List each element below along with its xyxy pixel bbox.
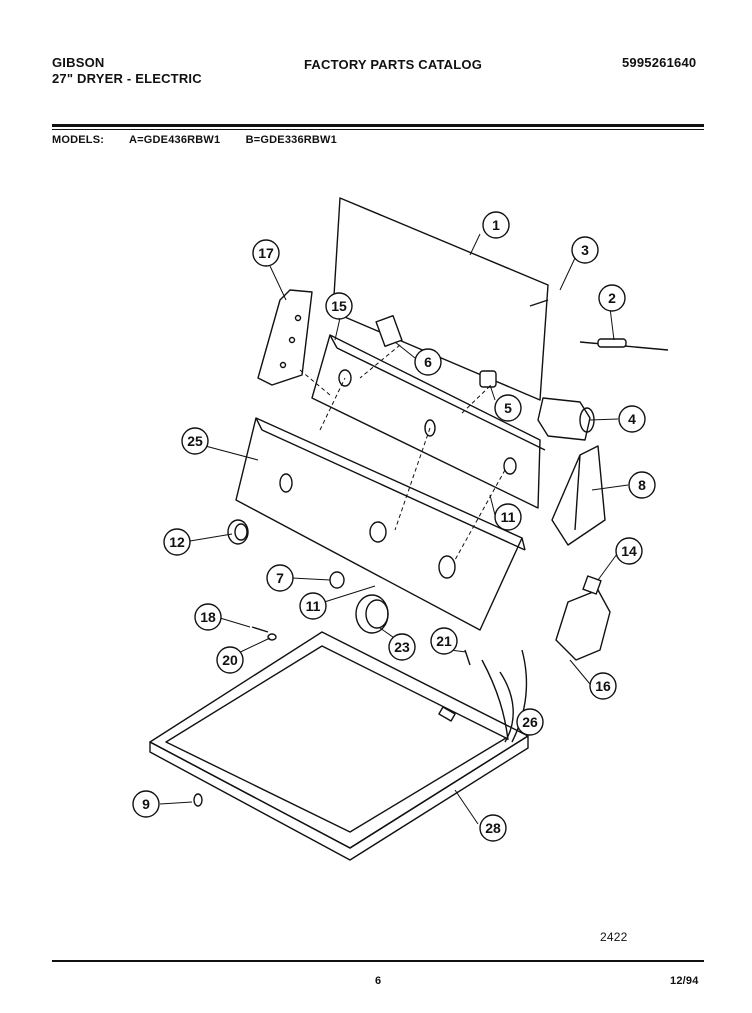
svg-text:9: 9 [142,796,150,812]
catalog-part-number: 5995261640 [622,55,697,70]
callout-18: 18 [194,603,222,631]
svg-text:6: 6 [424,354,432,370]
callout-16: 16 [589,672,617,700]
figure-number: 2422 [600,930,628,944]
callout-8: 8 [628,471,656,499]
callout-25: 25 [181,427,209,455]
part-wire-harness [481,659,509,741]
callout-2: 2 [598,284,626,312]
svg-text:15: 15 [331,298,347,314]
part-end-bracket [551,445,606,546]
svg-text:18: 18 [200,609,216,625]
part-back-panel [332,197,549,401]
callout-23: 23 [388,633,416,661]
model-a: A=GDE436RBW1 [128,134,221,146]
callout-5: 5 [494,394,522,422]
callout-21: 21 [430,627,458,655]
callout-15: 15 [325,292,353,320]
svg-text:26: 26 [522,714,538,730]
callout-28: 28 [479,814,507,842]
part-knob-small [329,571,345,589]
svg-text:11: 11 [501,509,516,525]
callout-12: 12 [163,528,191,556]
part-small-switch [479,370,497,388]
part-switch [375,315,403,347]
svg-text:23: 23 [394,639,410,655]
callout-11-lower: 11 [299,592,327,620]
callout-26: 26 [516,708,544,736]
svg-text:25: 25 [187,433,203,449]
svg-text:16: 16 [595,678,611,694]
models-line: MODELS: A=GDE436RBW1 B=GDE336RBW1 [52,134,359,146]
svg-text:7: 7 [276,570,284,586]
models-label: MODELS: [52,134,105,146]
product-title: 27" DRYER - ELECTRIC [52,71,202,86]
part-timer [537,397,591,441]
callout-17: 17 [252,239,280,267]
model-b: B=GDE336RBW1 [245,134,337,146]
svg-text:12: 12 [169,534,185,550]
svg-text:3: 3 [581,242,589,258]
header-rule [52,124,704,127]
callout-6: 6 [414,348,442,376]
part-control-panel [311,334,541,509]
callout-1: 1 [482,211,510,239]
svg-text:21: 21 [436,633,452,649]
catalog-title: FACTORY PARTS CATALOG [304,57,483,72]
svg-text:14: 14 [621,543,637,559]
part-knob [227,519,249,545]
callout-7: 7 [266,564,294,592]
svg-text:1: 1 [492,217,500,233]
part-door-switch [555,589,611,661]
part-left-bracket [257,289,313,386]
callout-3: 3 [571,236,599,264]
svg-text:20: 20 [222,652,238,668]
brand-name: GIBSON [52,55,105,70]
catalog-date: 12/94 [670,975,699,987]
footer-rule [52,960,704,962]
callout-4: 4 [618,405,646,433]
callout-14: 14 [615,537,643,565]
svg-text:8: 8 [638,477,646,493]
page-number: 6 [375,975,382,987]
header-rule-thin [52,129,704,130]
svg-text:5: 5 [504,400,512,416]
svg-text:28: 28 [485,820,501,836]
part-top [149,631,529,849]
svg-text:11: 11 [306,598,321,614]
callout-11-upper: 11 [494,503,522,531]
callout-20: 20 [216,646,244,674]
callout-9: 9 [132,790,160,818]
svg-text:4: 4 [628,411,636,427]
svg-text:17: 17 [258,245,274,261]
svg-text:2: 2 [608,290,616,306]
